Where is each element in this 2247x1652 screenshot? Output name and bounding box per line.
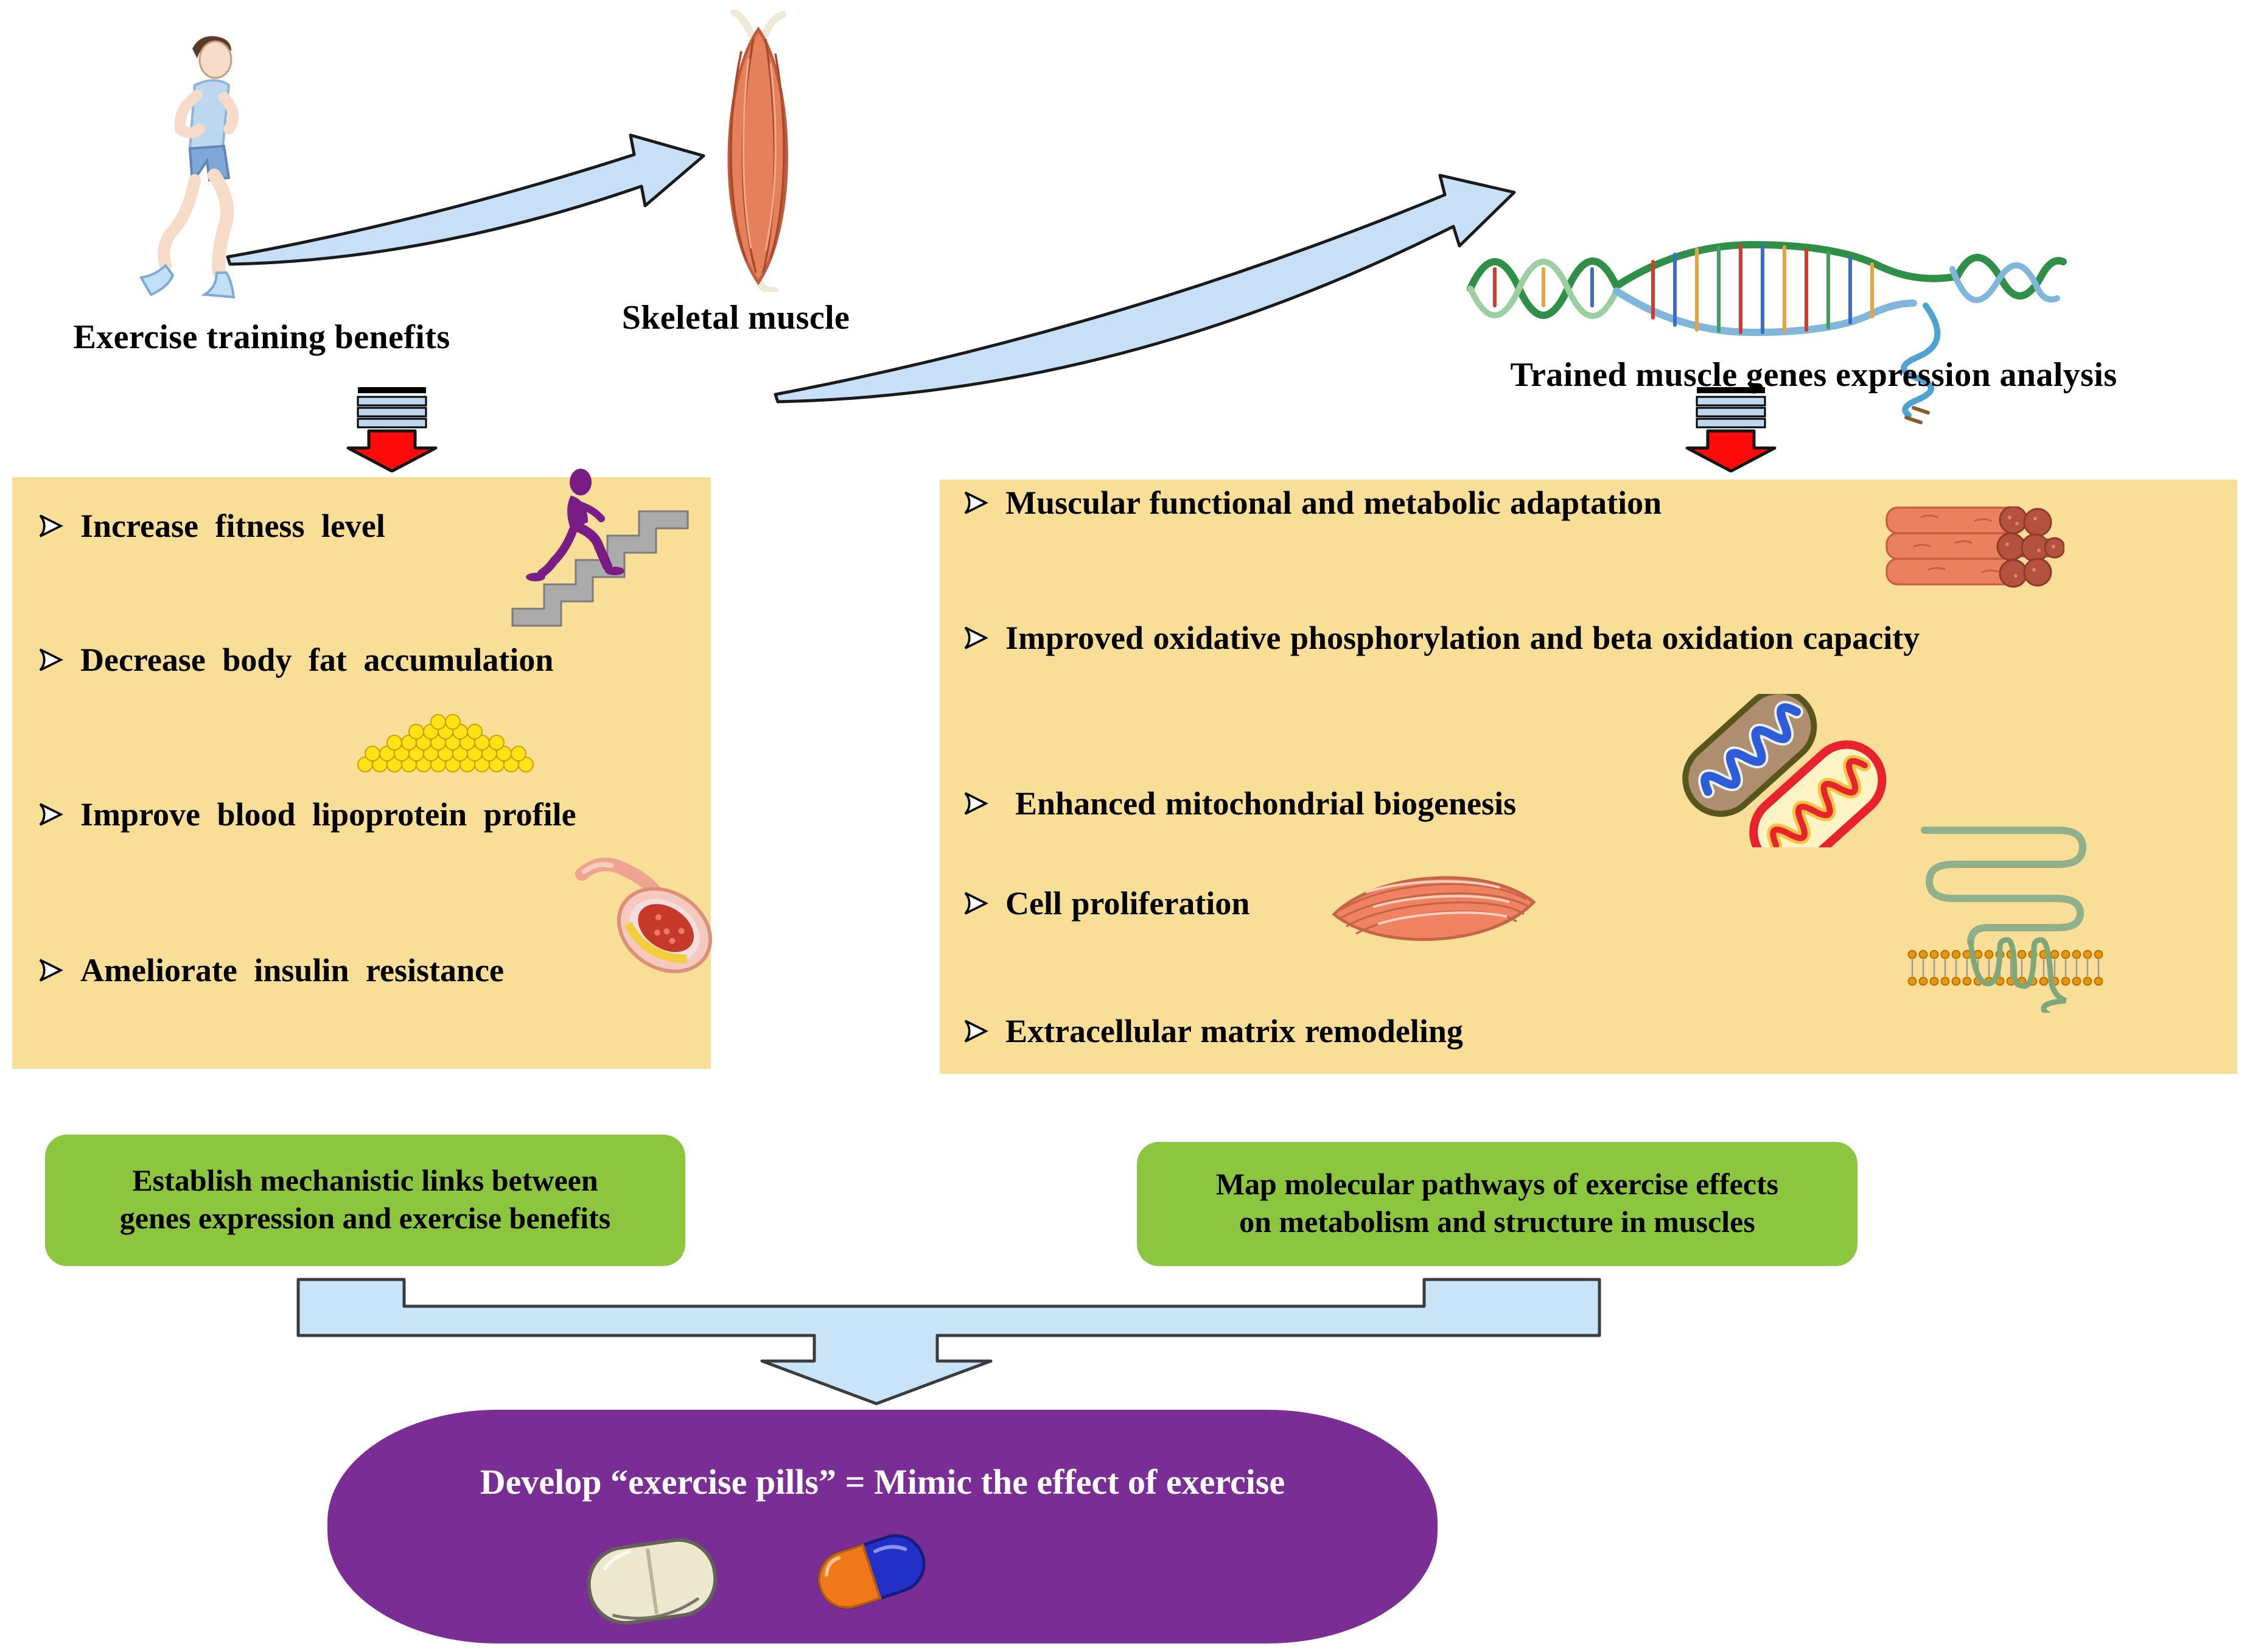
list-item-label: Increase fitness level bbox=[80, 508, 385, 544]
conclusion-ellipse: Develop “exercise pills” = Mimic the eff… bbox=[327, 1410, 1438, 1643]
list-item-label: Enhanced mitochondrial biogenesis bbox=[1015, 785, 1517, 822]
bullet-arrow-icon bbox=[39, 514, 63, 537]
list-item: Improved oxidative phosphorylation and b… bbox=[962, 617, 1920, 659]
tablet-pill-icon bbox=[587, 1538, 718, 1625]
arrow-muscle-to-dna-icon bbox=[774, 173, 1516, 404]
skeletal-muscle-label: Skeletal muscle bbox=[621, 299, 850, 337]
goal-left-line1: Establish mechanistic links between bbox=[132, 1165, 598, 1198]
list-item-label: Decrease body fat accumulation bbox=[80, 642, 554, 678]
skeletal-muscle-icon bbox=[727, 10, 788, 292]
bullet-arrow-icon bbox=[964, 626, 988, 649]
blood-vessel-icon bbox=[575, 858, 713, 973]
dna-double-helix-icon bbox=[1467, 240, 2067, 424]
goal-box-right: Map molecular pathways of exercise effec… bbox=[1137, 1142, 1857, 1266]
mitochondria-icon bbox=[1682, 694, 1887, 847]
list-item-label: Ameliorate insulin resistance bbox=[80, 952, 504, 989]
goal-left-line2: genes expression and exercise benefits bbox=[119, 1203, 611, 1236]
goal-right-line2: on metabolism and structure in muscles bbox=[1239, 1206, 1755, 1239]
bullet-arrow-icon bbox=[39, 648, 63, 671]
list-item: Improve blood lipoprotein profile bbox=[37, 794, 576, 835]
runner-icon bbox=[139, 36, 239, 299]
goal-box-left: Establish mechanistic links between gene… bbox=[45, 1135, 685, 1266]
genes-analysis-label: Trained muscle genes expression analysis bbox=[1510, 357, 2117, 394]
bullet-arrow-icon bbox=[39, 959, 63, 982]
conclusion-label: Develop “exercise pills” = Mimic the eff… bbox=[480, 1463, 1285, 1502]
red-down-arrow-left-icon bbox=[346, 387, 438, 472]
list-item: Extracellular matrix remodeling bbox=[962, 1010, 1463, 1052]
fat-cells-icon bbox=[357, 714, 534, 772]
goal-right-line1: Map molecular pathways of exercise effec… bbox=[1215, 1169, 1779, 1202]
merge-down-arrow-icon bbox=[296, 1278, 1601, 1405]
arrow-runner-to-muscle-icon bbox=[226, 133, 705, 266]
bullet-arrow-icon bbox=[39, 803, 63, 826]
list-item: Increase fitness level bbox=[37, 505, 385, 547]
list-item: Decrease body fat accumulation bbox=[37, 639, 553, 681]
list-item-label: Improve blood lipoprotein profile bbox=[80, 796, 576, 833]
red-down-arrow-right-icon bbox=[1685, 387, 1777, 472]
list-item: Muscular functional and metabolic adapta… bbox=[962, 482, 1662, 523]
list-item: Enhanced mitochondrial biogenesis bbox=[962, 783, 1516, 824]
muscle-fiber-bundle-icon bbox=[1885, 506, 2064, 588]
capsule-pill-icon bbox=[817, 1534, 926, 1609]
ecm-membrane-icon bbox=[1907, 827, 2103, 1013]
list-item-label: Cell proliferation bbox=[1005, 885, 1250, 922]
bullet-arrow-icon bbox=[964, 892, 988, 915]
list-item-label: Muscular functional and metabolic adapta… bbox=[1005, 485, 1662, 521]
stair-climber-icon bbox=[511, 469, 689, 627]
list-item: Ameliorate insulin resistance bbox=[37, 950, 504, 991]
muscle-cell-icon bbox=[1332, 876, 1536, 941]
list-item: Cell proliferation bbox=[962, 883, 1249, 924]
bullet-arrow-icon bbox=[964, 491, 988, 514]
bullet-arrow-icon bbox=[964, 792, 988, 815]
exercise-benefits-label: Exercise training benefits bbox=[73, 319, 450, 357]
list-item-label: Improved oxidative phosphorylation and b… bbox=[1005, 620, 1920, 656]
bullet-arrow-icon bbox=[964, 1020, 988, 1043]
list-item-label: Extracellular matrix remodeling bbox=[1005, 1013, 1463, 1049]
